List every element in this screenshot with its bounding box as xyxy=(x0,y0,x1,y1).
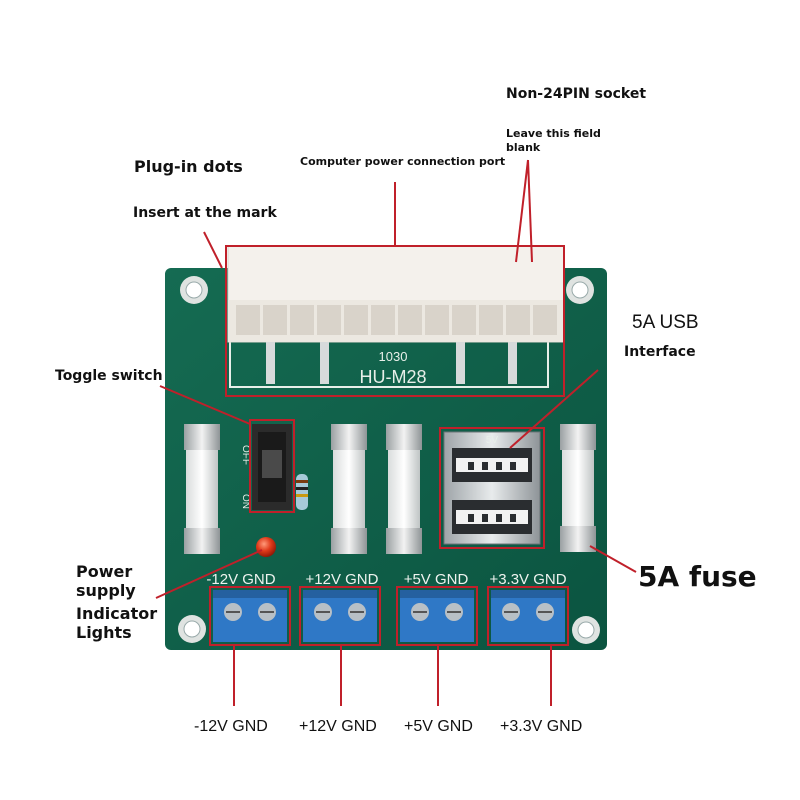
fuse xyxy=(560,424,596,552)
toggle-switch xyxy=(252,424,292,510)
usb-title-label: 5A USB xyxy=(632,312,699,333)
leader-line xyxy=(509,369,599,449)
callout-box-switch xyxy=(249,419,295,513)
indicator-line: Lights xyxy=(76,623,132,642)
terminal-silk-label: -12V GND xyxy=(206,571,275,588)
pcb-board xyxy=(165,268,607,650)
fuse-label: 5A fuse xyxy=(638,560,757,593)
fuse xyxy=(386,424,422,554)
indicator-line: Power xyxy=(76,562,133,581)
mounting-hole xyxy=(566,276,594,304)
output-label: +12V GND xyxy=(299,718,377,735)
leader-line xyxy=(515,159,529,263)
leader-line xyxy=(159,385,251,425)
indicator-line: Indicator xyxy=(76,604,158,623)
board-model-name: HU-M28 xyxy=(359,367,426,387)
output-label: +5V GND xyxy=(404,718,473,735)
screw-terminal xyxy=(400,590,474,642)
non24pin-label: Non-24PIN socket xyxy=(506,86,647,102)
terminal-silk-label: +12V GND xyxy=(306,571,379,588)
switch-off-label: OFF xyxy=(240,445,251,465)
terminal-silk-label: +5V GND xyxy=(404,571,469,588)
usb-silk-label: 5V xyxy=(486,435,499,446)
board-model-number: 1030 xyxy=(379,349,408,364)
leader-line xyxy=(155,549,263,599)
resistor xyxy=(296,474,308,510)
screw-terminal xyxy=(213,590,287,642)
leader-line xyxy=(527,159,533,263)
usb-ports xyxy=(443,431,541,545)
switch-on-label: ON xyxy=(240,494,251,509)
power-led xyxy=(256,537,276,557)
screw-terminal xyxy=(303,590,377,642)
output-label: -12V GND xyxy=(194,718,268,735)
terminal-silk-label: +3.3V GND xyxy=(489,571,566,588)
indicator-label: Power supply Indicator Lights xyxy=(76,562,157,642)
fuse xyxy=(331,424,367,554)
callout-box-terminal xyxy=(209,586,291,646)
callout-box-usb xyxy=(439,427,545,549)
atx-connector xyxy=(227,245,565,384)
leader-line xyxy=(203,231,223,269)
usb-sub-label: Interface xyxy=(624,344,696,360)
insert-mark-label: Insert at the mark xyxy=(133,205,277,221)
fuse xyxy=(184,424,220,554)
output-label: +3.3V GND xyxy=(500,718,583,735)
screw-terminal xyxy=(491,590,565,642)
mounting-hole xyxy=(572,616,600,644)
plugin-dots-label: Plug-in dots xyxy=(134,157,243,176)
indicator-line: supply xyxy=(76,581,136,600)
leader-line xyxy=(589,545,637,573)
mounting-hole xyxy=(180,276,208,304)
computer-port-label: Computer power connection port xyxy=(300,155,506,168)
mounting-hole xyxy=(178,615,206,643)
leave-blank-label: Leave this field blank xyxy=(506,127,601,154)
callout-box-terminal xyxy=(487,586,569,646)
toggle-switch-label: Toggle switch xyxy=(55,368,163,384)
